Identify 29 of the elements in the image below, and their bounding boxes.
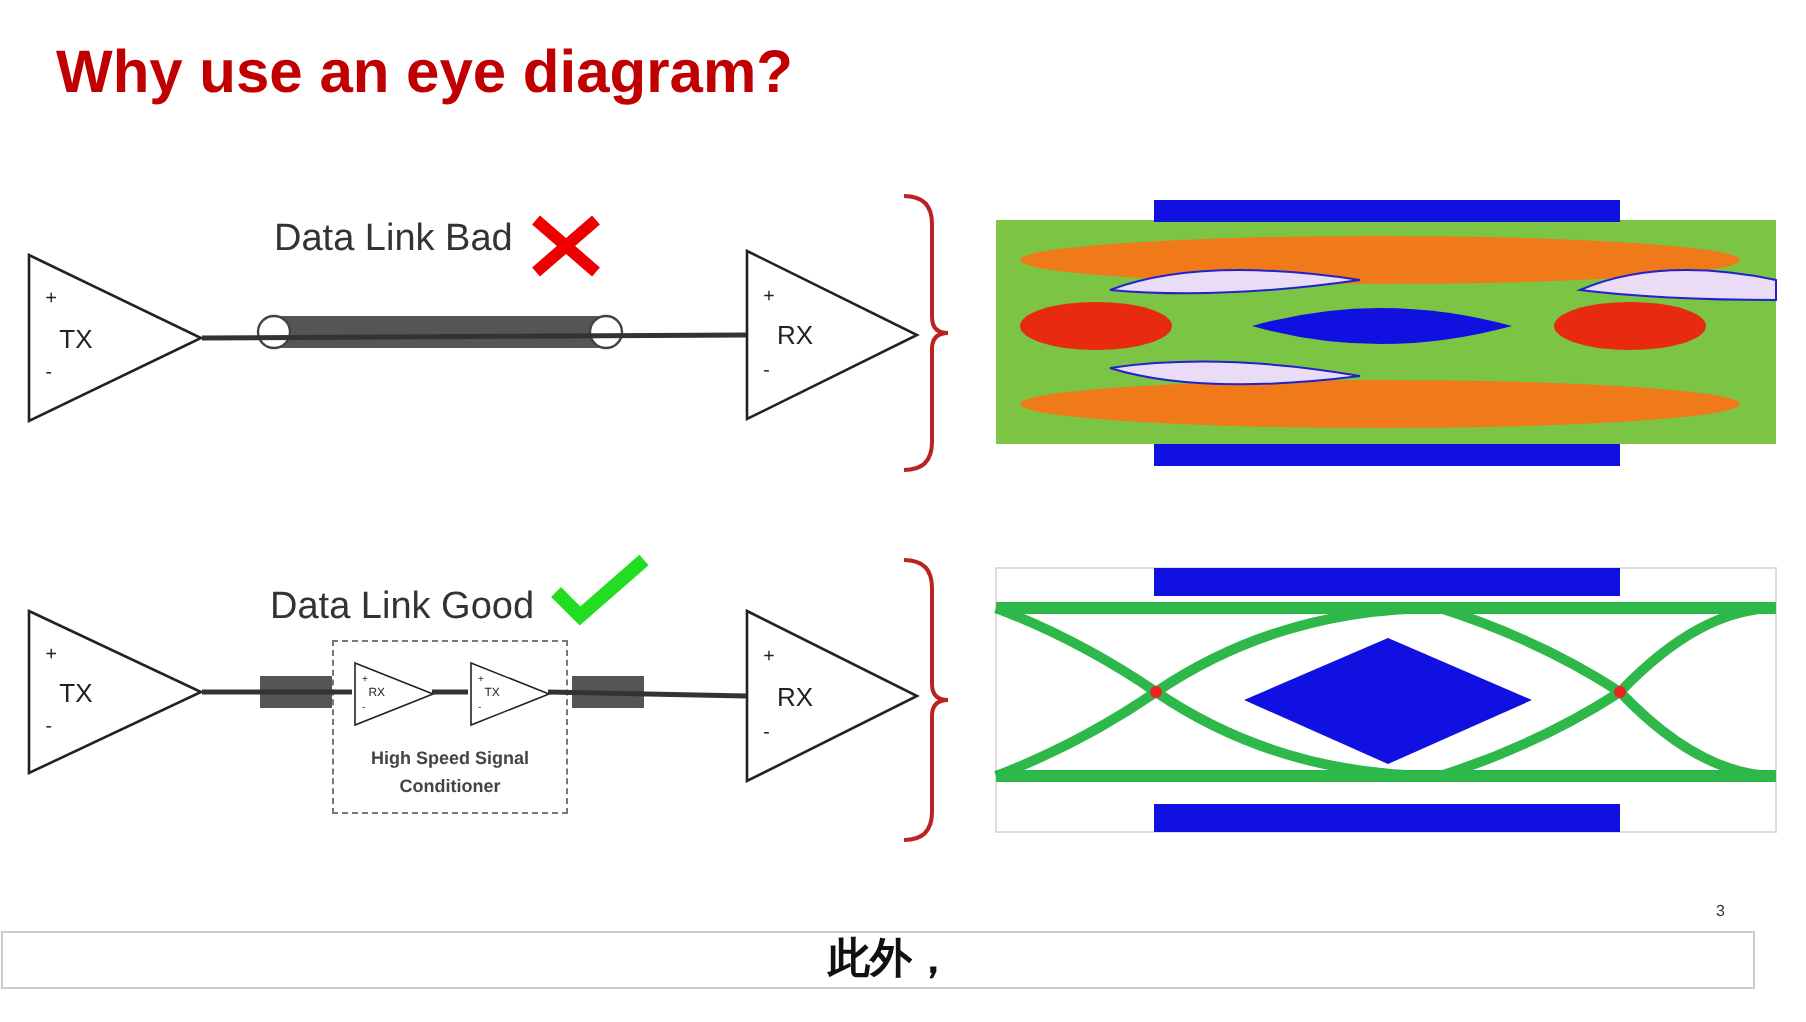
signal-conditioner-box [332,640,568,814]
amplifier-symbol [28,610,202,774]
wire-connector [547,689,747,699]
link-caption: Data Link Bad [274,220,513,258]
plus-sign: + [45,290,57,311]
amplifier-label: RX [776,683,814,709]
minus-sign: - [763,723,770,743]
amplifier-symbol [746,610,918,782]
plus-sign: + [763,647,775,668]
amplifier-symbol [28,254,202,422]
plus-sign: + [763,287,775,307]
slide-title: Why use an eye diagram? [56,44,793,104]
amplifier-label: TX [59,325,93,351]
amplifier-symbol [354,662,434,726]
minus-sign: - [45,364,52,385]
amplifier-symbol [746,250,918,420]
amplifier-label: RX [776,322,814,348]
minus-sign: - [45,718,52,738]
minus-sign: - [763,362,770,382]
page-number: 3 [1716,904,1725,920]
wire-connector [432,689,468,695]
plus-sign: + [45,646,57,666]
subtitle-text: 此外， [828,938,954,980]
conditioner-label: High Speed Signal Conditioner [368,746,531,799]
amplifier-label: TX [59,679,93,705]
wire-connector [202,689,352,695]
link-caption: Data Link Good [270,588,535,626]
amplifier-symbol [470,662,550,726]
wire-connector [202,332,746,341]
